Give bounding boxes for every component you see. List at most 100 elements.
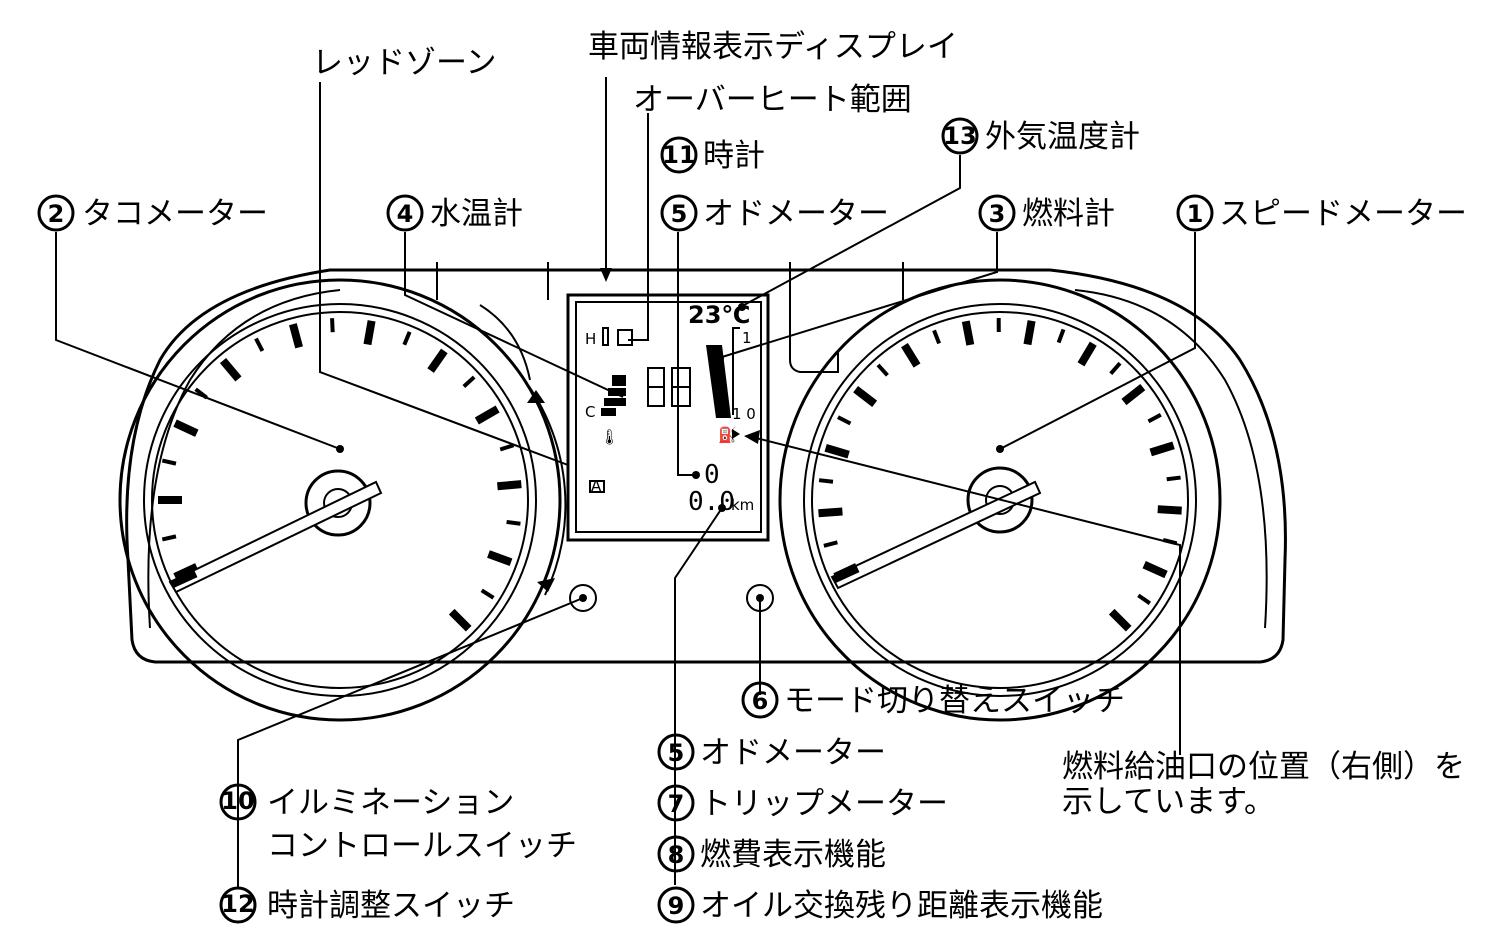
svg-text:11: 11	[662, 141, 695, 169]
fuel-door-note: 燃料給油口の位置（右側）を 示しています。	[1062, 749, 1465, 820]
odometer-top-callout: 5 オドメーター	[660, 194, 889, 232]
svg-text:7: 7	[668, 790, 685, 818]
gauge-tick	[499, 443, 515, 452]
gauge-tick	[853, 386, 878, 407]
tachometer-needle	[168, 480, 383, 594]
odometer-bottom-label: オドメーター	[700, 735, 886, 771]
gauge-tick	[1121, 383, 1146, 406]
fuel-economy-label: 燃費表示機能	[700, 837, 886, 873]
fuel-gauge-callout: 3 燃料計	[978, 194, 1115, 232]
gauge-tick	[506, 519, 521, 526]
temp-h-label: H	[585, 330, 596, 348]
fuel-empty-label: 1 0	[732, 405, 756, 423]
gauge-tick	[901, 342, 921, 368]
leader-lines	[55, 77, 1196, 888]
callout-labels: レッドゾーン 車両情報表示ディスプレイ オーバーヒート範囲 11 時計 13 外…	[37, 29, 1467, 924]
oil-change-callout: 9 オイル交換残り距離表示機能	[657, 886, 1103, 924]
clock-adjust-callout: 12 時計調整スイッチ	[219, 886, 515, 924]
gauge-tick	[1137, 593, 1151, 605]
gauge-tick	[1056, 328, 1066, 344]
gauge-tick	[487, 550, 513, 567]
svg-text:9: 9	[668, 892, 685, 920]
gauge-tick	[330, 318, 335, 333]
gauge-tick	[1077, 341, 1097, 367]
trip-meter-callout: 7 トリップメーター	[657, 784, 948, 822]
gauge-tick	[161, 534, 177, 542]
mode-switch-label: モード切り替えスイッチ	[784, 683, 1125, 719]
tachometer-callout: 2 タコメーター	[37, 194, 268, 232]
gauge-tick	[823, 540, 838, 548]
trip-unit: km	[731, 496, 754, 514]
fuel-door-note-2: 示しています。	[1062, 784, 1275, 820]
speedometer-callout: 1 スピードメーター	[1176, 194, 1467, 232]
svg-text:5: 5	[671, 200, 688, 228]
info-display-label: 車両情報表示ディスプレイ	[588, 29, 958, 65]
svg-text:5: 5	[668, 739, 685, 767]
trip-meter-label: トリップメーター	[700, 786, 948, 822]
svg-text:13: 13	[943, 122, 976, 150]
clock-callout: 11 時計	[660, 136, 765, 174]
svg-text:8: 8	[668, 841, 685, 869]
tachometer-label: タコメーター	[82, 196, 268, 232]
gauge-tick	[254, 337, 265, 352]
outside-temp-label: 外気温度計	[985, 119, 1140, 155]
svg-text:12: 12	[221, 890, 254, 918]
clock-label: 時計	[703, 138, 765, 174]
gauge-tick	[837, 415, 852, 426]
auto-badge: A	[591, 477, 602, 495]
gauge-tick	[1023, 320, 1036, 346]
trip-readout: 0.0	[688, 487, 735, 517]
temp-c-label: C	[585, 403, 595, 421]
svg-text:3: 3	[989, 200, 1006, 228]
gauge-tick	[961, 320, 975, 346]
gauge-tick	[1149, 441, 1175, 457]
outside-temp-callout: 13 外気温度計	[941, 117, 1140, 155]
fuel-economy-callout: 8 燃費表示機能	[657, 835, 886, 873]
gauge-tick	[876, 363, 889, 377]
gauge-tick	[818, 507, 843, 518]
tachometer-gauge	[118, 278, 562, 722]
gauge-tick	[1166, 475, 1181, 482]
gauge-tick	[161, 458, 177, 466]
gauge-tick	[932, 329, 941, 345]
mode-switch-callout: 6 モード切り替えスイッチ	[741, 681, 1125, 719]
svg-text:1: 1	[1187, 200, 1204, 228]
gauge-tick	[219, 358, 242, 382]
odo-readout: 0	[704, 460, 720, 490]
svg-text:4: 4	[397, 200, 414, 228]
gauge-tick	[1109, 361, 1122, 376]
speedometer-ticks	[818, 317, 1182, 632]
illumination-callout: 10 イルミネーション コントロールスイッチ	[219, 783, 577, 864]
speedometer-needle	[830, 480, 1042, 590]
gauge-tick	[497, 480, 522, 491]
gauge-tick	[448, 608, 472, 632]
gauge-tick	[289, 323, 303, 349]
gauge-tick	[363, 320, 376, 346]
clock-digits	[647, 367, 691, 407]
svg-text:6: 6	[752, 687, 769, 715]
gauge-tick	[480, 588, 495, 600]
gauge-tick	[173, 563, 199, 581]
fuel-full-label: 1	[742, 329, 752, 347]
gauge-tick	[1142, 561, 1168, 579]
speedometer-label: スピードメーター	[1219, 196, 1467, 232]
gauge-tick	[427, 348, 448, 373]
gauge-tick	[1147, 413, 1162, 424]
overheat-range-label: オーバーヒート範囲	[633, 82, 912, 118]
odometer-top-label: オドメーター	[703, 196, 889, 232]
gauge-tick	[1108, 608, 1132, 632]
gauge-tick	[173, 419, 199, 437]
gauge-tick	[402, 331, 412, 346]
coolant-icon: 🌡	[600, 428, 619, 446]
red-zone-label: レッドゾーン	[312, 45, 496, 81]
speedometer-gauge	[778, 278, 1222, 722]
clock-adjust-label: 時計調整スイッチ	[267, 888, 515, 924]
water-temp-label: 水温計	[430, 196, 523, 232]
vehicle-info-display: H C 🌡 23℃ 1 1 0 ⛽ 0 0.0 km A	[566, 293, 770, 542]
fuel-door-note-1: 燃料給油口の位置（右側）を	[1062, 749, 1465, 785]
tachometer-ticks	[158, 318, 522, 632]
gauge-tick	[824, 443, 850, 459]
illumination-label-2: コントロールスイッチ	[267, 828, 577, 864]
odometer-bottom-callout: 5 オドメーター	[657, 733, 886, 771]
